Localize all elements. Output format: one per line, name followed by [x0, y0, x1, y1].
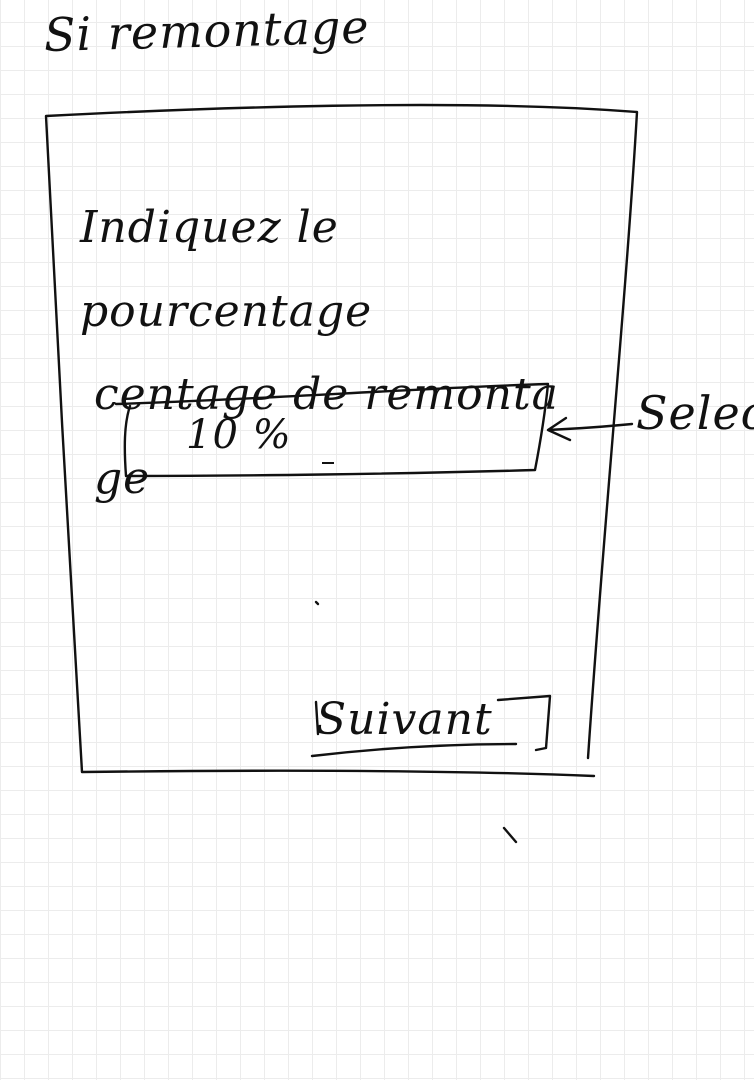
prompt-line: Indiquez le pourcentage — [80, 202, 373, 337]
select-value: 10 % — [186, 412, 292, 458]
screen-prompt: Indiquez le pourcentage centage de remon… — [80, 186, 580, 520]
stray-mark — [314, 600, 320, 606]
select-annotation: Select — [636, 386, 754, 440]
next-button-label: Suivant — [316, 694, 493, 745]
prompt-line: centage de remonta — [94, 369, 559, 421]
prompt-line: ge — [94, 452, 151, 504]
text-cursor — [322, 462, 334, 464]
page-title: Si remontage — [43, 0, 371, 62]
stray-mark — [502, 826, 518, 844]
percentage-select[interactable] — [120, 386, 548, 472]
